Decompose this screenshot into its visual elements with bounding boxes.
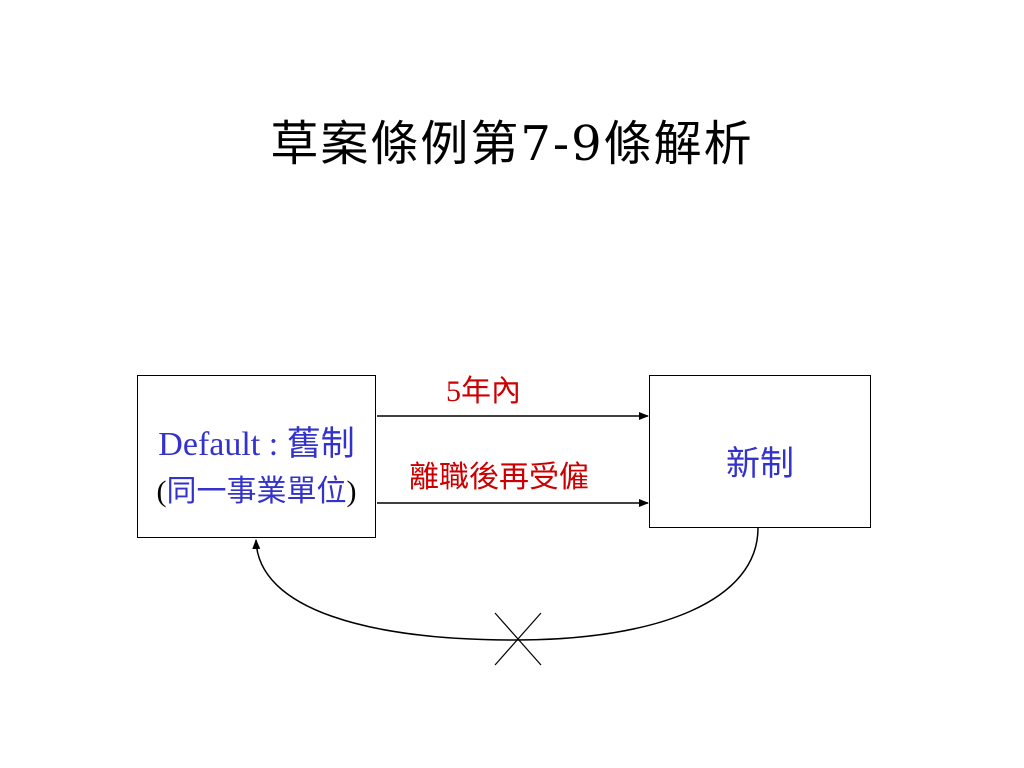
new-system-label: 新制 (726, 446, 794, 483)
close-paren: ) (346, 475, 357, 508)
cross-icon (494, 612, 542, 666)
new-system-box: 新制 (649, 375, 871, 528)
within-five-years-label: 5年內 (446, 375, 521, 408)
old-system-label: Default : 舊制 (158, 426, 355, 463)
return-curve-edge (252, 527, 759, 641)
rehired-after-leaving-label: 離職後再受僱 (409, 461, 589, 494)
open-paren: ( (156, 475, 167, 508)
page-title: 草案條例第7-9條解析 (270, 116, 754, 172)
old-system-sublabel: (同一事業單位) (138, 466, 375, 510)
old-system-box: Default : 舊制 (同一事業單位) (137, 375, 376, 538)
same-employer-label: 同一事業單位 (166, 475, 347, 508)
